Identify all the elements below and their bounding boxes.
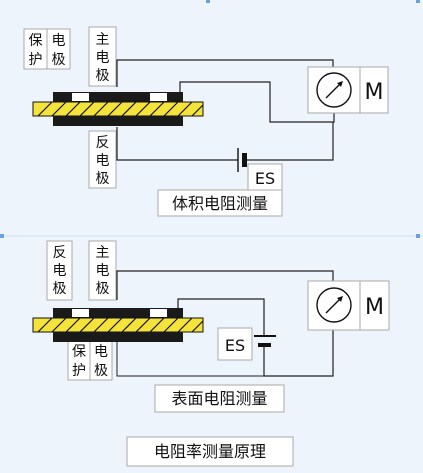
- top-main-electrode-label: 主 电 极: [88, 26, 117, 87]
- top-caption-box: [157, 189, 283, 217]
- footer-caption: 电阻率测量原理: [154, 442, 266, 461]
- top-battery: ES: [237, 148, 283, 193]
- bottom-counter-char-2: 电: [53, 263, 67, 279]
- top-guard-char-2: 护: [29, 52, 43, 68]
- bottom-main-char-2: 电: [96, 263, 110, 279]
- bottom-main-electrode: [89, 308, 150, 318]
- bottom-guard-char-2: 护: [72, 363, 86, 379]
- top-mark: [206, 0, 210, 3]
- top-gap-right: [150, 93, 167, 101]
- bottom-battery: ES: [217, 327, 276, 361]
- divider-mark-left: [0, 234, 4, 238]
- top-meter: M: [307, 66, 389, 114]
- bottom-counter-electrode-label: 反 电 极: [46, 240, 73, 301]
- bottom-counter-electrode: [53, 332, 183, 342]
- bottom-counter-char-1: 反: [53, 245, 67, 261]
- bottom-main-char-3: 极: [96, 281, 110, 297]
- top-counter-char-3: 极: [96, 171, 110, 187]
- top-guard-char-3: 电: [52, 33, 66, 49]
- top-counter-electrode-label: 反 电 极: [88, 130, 117, 189]
- top-sample-hatching: [37, 101, 204, 117]
- surface-resistance-diagram: 反 电 极 主 电 极 保 护 电 极: [32, 240, 390, 413]
- bottom-main-char-1: 主: [96, 245, 110, 261]
- bottom-guard-char-1: 保: [72, 344, 86, 360]
- top-guard-char-1: 保: [29, 33, 43, 49]
- bottom-sample-assembly: [32, 308, 204, 342]
- bottom-counter-char-3: 极: [53, 281, 67, 297]
- top-guard-char-4: 极: [52, 52, 66, 68]
- top-guard-electrode-label: 保 护 电 极: [23, 28, 71, 70]
- divider-mark-right: [416, 234, 420, 238]
- bottom-guard-char-3: 电: [94, 344, 108, 360]
- top-caption: 体积电阻测量: [172, 194, 268, 213]
- bottom-caption-box: [154, 384, 285, 413]
- bottom-caption: 表面电阻测量: [171, 389, 267, 408]
- volume-resistance-diagram: 保 护 电 极 主 电 极 反 电 极: [23, 26, 389, 217]
- bottom-main-electrode-label: 主 电 极: [88, 240, 117, 301]
- top-main-electrode: [89, 92, 150, 102]
- top-counter-char-2: 电: [96, 153, 110, 169]
- battery-icon: [254, 335, 276, 337]
- top-right-mark: [416, 0, 420, 3]
- top-main-char-3: 极: [96, 68, 110, 84]
- bottom-guard-char-4: 极: [94, 363, 108, 379]
- top-gap-left: [72, 93, 89, 101]
- top-main-char-1: 主: [96, 32, 110, 48]
- top-source-label: ES: [255, 169, 275, 188]
- bottom-sample-hatching: [37, 317, 204, 333]
- bottom-meter-label: M: [365, 295, 384, 320]
- bottom-gap-right: [150, 309, 167, 317]
- top-counter-char-1: 反: [96, 135, 110, 151]
- top-main-char-2: 电: [96, 50, 110, 66]
- top-meter-label: M: [365, 80, 384, 105]
- bottom-gap-left: [72, 309, 89, 317]
- bottom-source-label: ES: [225, 336, 245, 355]
- footer-caption-box: [126, 436, 294, 467]
- bottom-guard-electrode-label: 保 护 电 极: [67, 339, 113, 381]
- top-counter-electrode: [53, 116, 183, 126]
- top-wiring: [116, 59, 335, 161]
- top-sample-assembly: [32, 92, 204, 126]
- bottom-wiring: [116, 270, 334, 377]
- bottom-meter: M: [307, 280, 390, 331]
